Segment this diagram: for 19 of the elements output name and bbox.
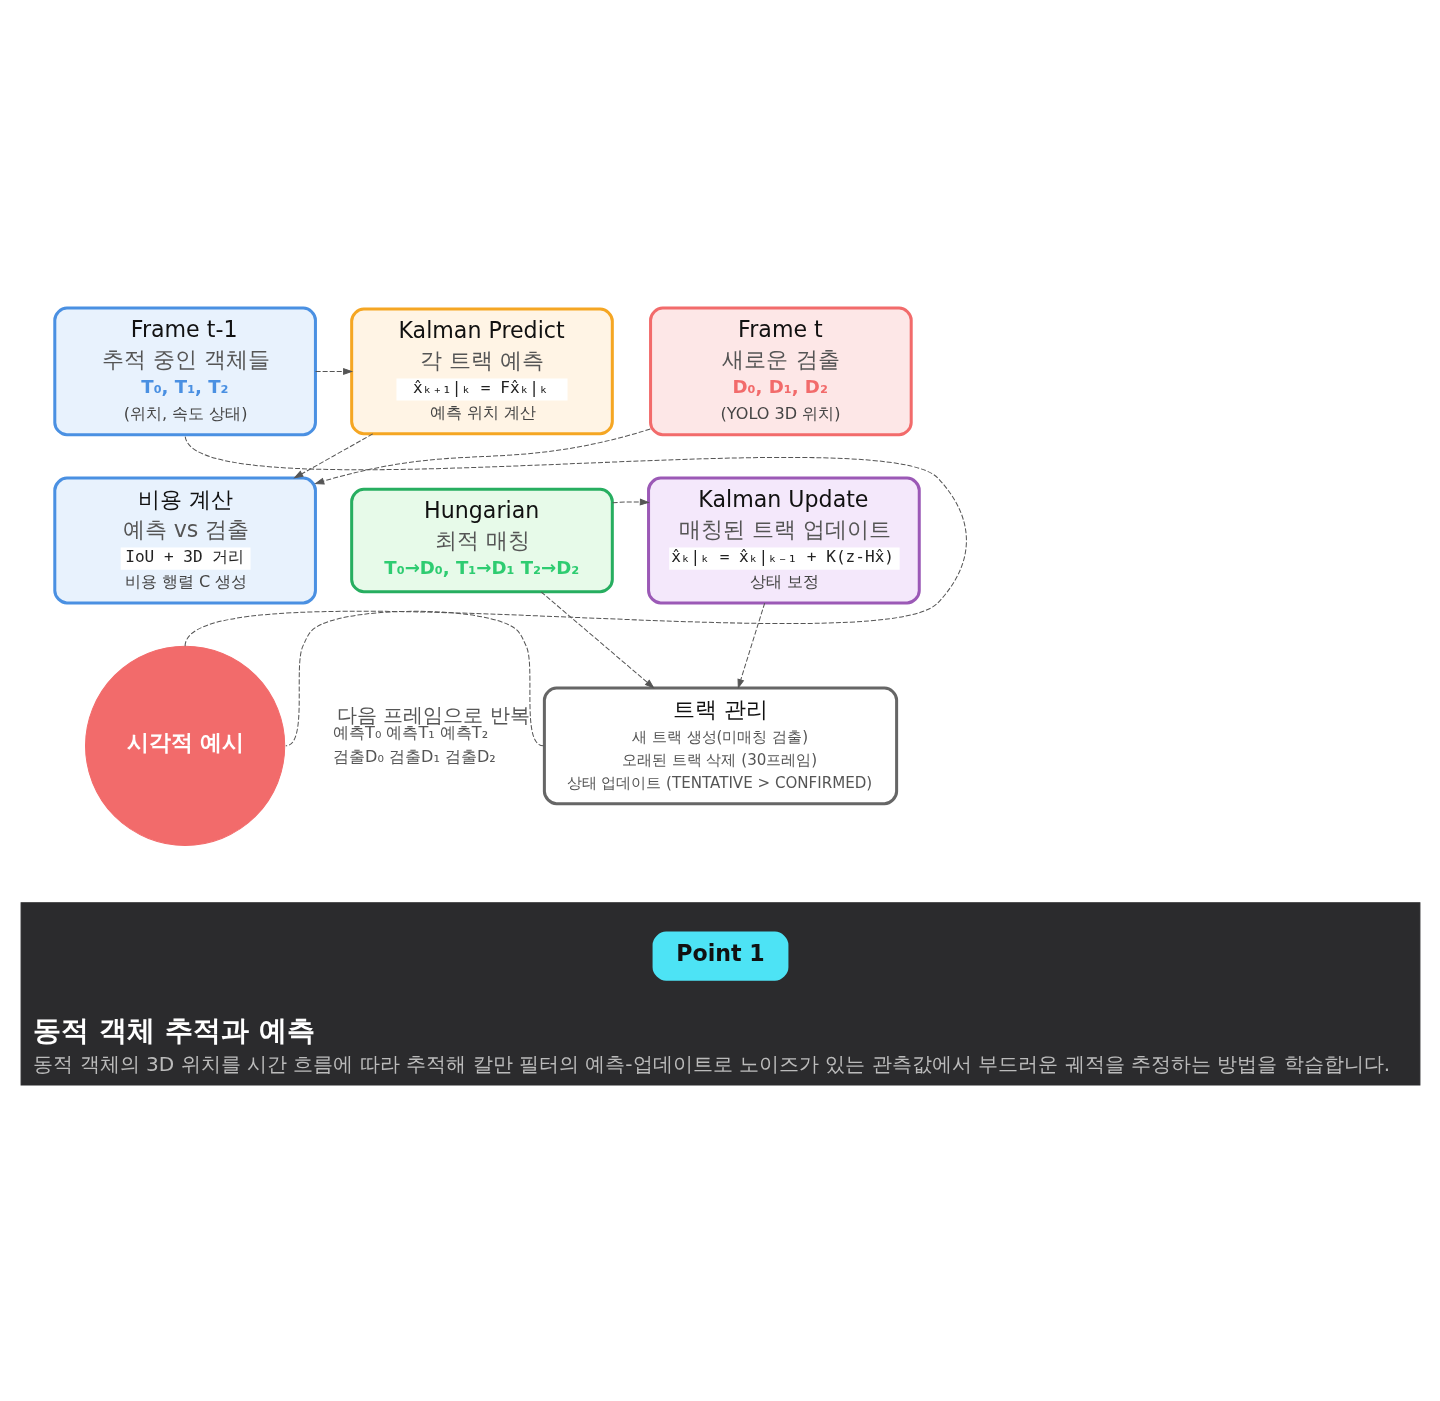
node-box: Frame t-1 추적 중인 객체들 T₀, T₁, T₂ (위치, 속도 상태) [52,306,317,437]
arrow [540,591,655,689]
node-circle: 시각적 예시 [84,645,285,846]
node-box: 비용 계산 예측 vs 검출 IoU + 3D 거리 비용 행렬 C 생성 [52,476,317,605]
node-box: Kalman Update 매칭된 트랙 업데이트 x̂ₖ|ₖ = x̂ₖ|ₖ₋₁ + K(z-Hx̂) 상태 보정 [646,476,921,605]
arrow [313,428,651,485]
arrow [292,433,373,479]
node-label: 검출D₀ 검출D₁ 검출D₂ [332,746,496,766]
node-box: Frame t 새로운 검출 D₀, D₁, D₂ (YOLO 3D 위치) [648,306,913,437]
connector [184,434,967,647]
arrow [611,498,650,506]
node-box: 트랙 관리 새 트랙 생성(미매칭 검출) 오래된 트랙 삭제 (30프레임) 상태 업데이트 (TENTATIVE > CONFIRMED) [542,686,898,806]
arrow [737,602,765,690]
edge-label: 다음 프레임으로 반복 [336,702,530,727]
node-box: Kalman Predict 각 트랙 예측 x̂ₖ₊₁|ₖ = Fx̂ₖ|ₖ 예측 위치 계산 [349,307,614,436]
node-box: Hungarian 최적 매칭 T₀→D₀, T₁→D₁ T₂→D₂ [349,487,614,594]
connector [284,610,544,747]
arrow [314,367,353,375]
node-box: Point 1 [652,931,788,981]
